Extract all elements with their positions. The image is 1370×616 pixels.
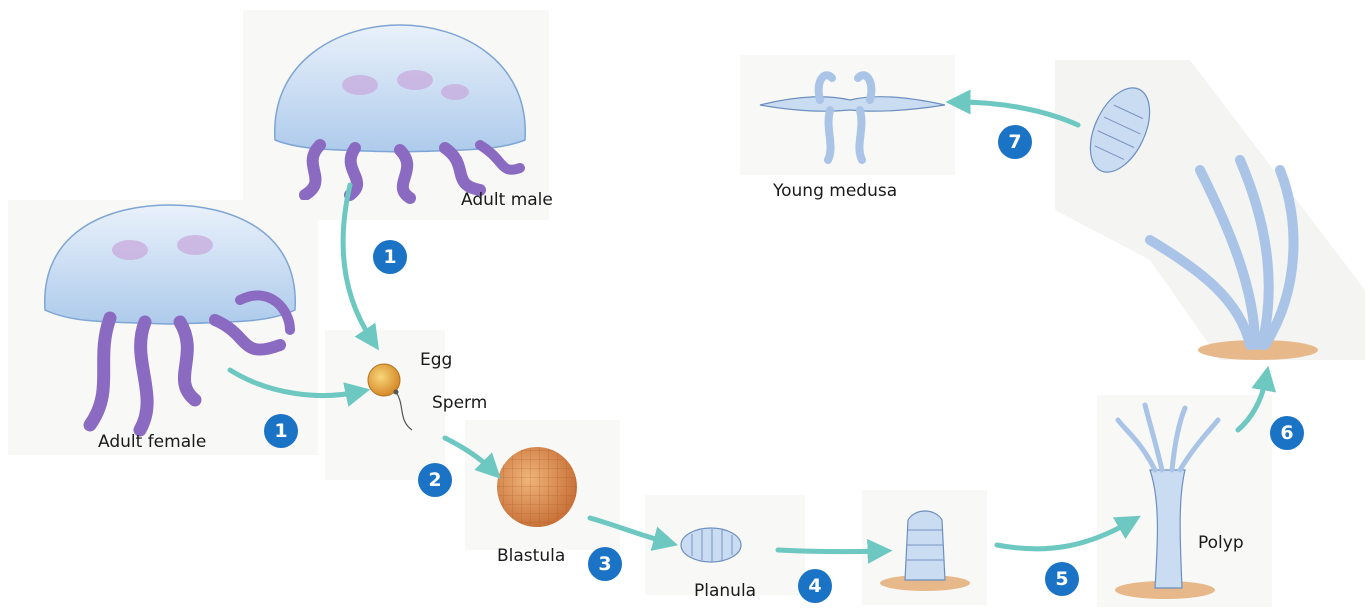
polyp: [1097, 395, 1272, 607]
step-badge-blastula: 3: [588, 547, 622, 581]
label-adult-male: Adult male: [461, 190, 553, 210]
step-badge-settle: 5: [1045, 562, 1079, 596]
step-badge-female: 1: [264, 414, 298, 448]
label-adult-female: Adult female: [98, 432, 206, 452]
step-badge-medusa: 7: [998, 125, 1032, 159]
label-young-medusa: Young medusa: [773, 181, 897, 201]
label-polyp: Polyp: [1198, 533, 1244, 553]
step-badge-polyp: 6: [1270, 416, 1304, 450]
label-blastula: Blastula: [497, 546, 565, 566]
step-badge-planula: 4: [798, 569, 832, 603]
step-badge-male: 1: [373, 240, 407, 274]
arrow-planula-to-settled: [778, 550, 880, 552]
step-badge-fertilization: 2: [418, 463, 452, 497]
adult-male-jellyfish: [243, 10, 549, 220]
label-egg: Egg: [420, 350, 452, 370]
label-planula: Planula: [694, 581, 756, 601]
planula: [645, 495, 805, 595]
settled-larva: [862, 490, 987, 605]
label-sperm: Sperm: [432, 393, 487, 413]
strobila: [1055, 60, 1365, 360]
young-medusa: [740, 55, 955, 175]
blastula: [465, 420, 620, 550]
